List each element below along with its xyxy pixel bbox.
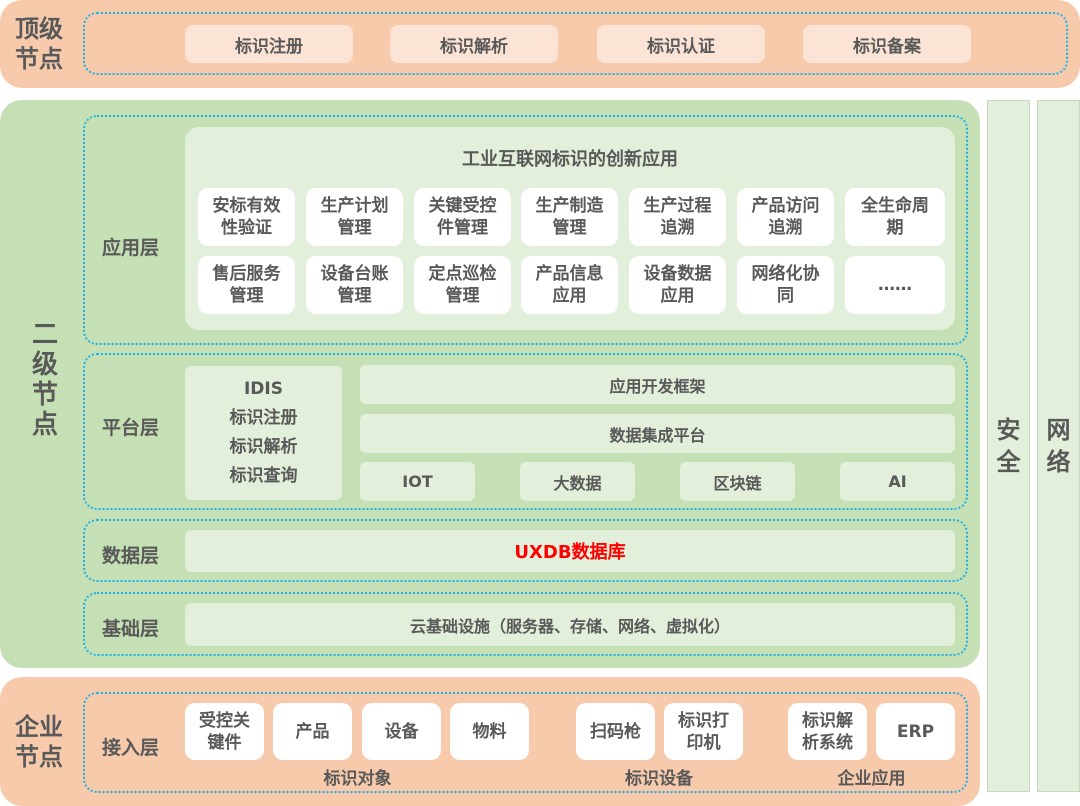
platform-layer-label: 平台层 [102,417,160,439]
uxdb-database: UXDB数据库 [185,530,955,572]
app-title: 工业互联网标识的创新应用 [462,149,678,170]
app-item: 网络化协同 [737,256,834,314]
tech-item: IOT [360,462,475,501]
access-layer-label: 接入层 [102,737,160,759]
enterprise-item: 标识解析系统 [788,703,867,760]
platform-layer [83,353,968,510]
data-integration-platform: 数据集成平台 [360,414,955,453]
data-layer-label: 数据层 [102,545,160,567]
app-item: 生产计划管理 [306,188,403,246]
app-item: 售后服务管理 [198,256,295,314]
app-item: 产品访问追溯 [737,188,834,246]
secondary-node-label: 二级节点 [32,320,59,440]
top-item: 标识注册 [185,25,353,63]
idis-box: IDIS 标识注册标识解析标识查询 [185,366,342,500]
app-item: 全生命周期 [845,188,945,246]
tech-item: 大数据 [520,462,635,501]
app-item: 安标有效性验证 [198,188,295,246]
enterprise-item: ERP [876,703,955,760]
top-item: 标识备案 [803,25,971,63]
app-item: 设备数据应用 [629,256,726,314]
enterprise-item: 扫码枪 [576,703,655,760]
app-item: 生产过程追溯 [629,188,726,246]
group-label: 标识对象 [323,769,392,789]
app-item: 设备台账管理 [306,256,403,314]
access-layer [83,692,968,793]
idis-line: 标识解析 [229,437,298,457]
enterprise-item: 受控关键件 [185,703,264,760]
top-node-label: 顶级节点 [15,15,63,73]
app-item: …… [845,256,945,314]
tech-item: 区块链 [680,462,795,501]
idis-line: IDIS [243,379,283,399]
base-layer-label: 基础层 [102,618,160,640]
top-item: 标识认证 [597,25,765,63]
enterprise-item: 标识打印机 [664,703,743,760]
app-item: 关键受控件管理 [414,188,511,246]
idis-line: 标识注册 [229,408,298,428]
group-label: 企业应用 [837,769,906,789]
enterprise-item: 物料 [450,703,529,760]
data-layer [83,519,968,582]
top-item: 标识解析 [390,25,558,63]
cloud-infrastructure: 云基础设施（服务器、存储、网络、虚拟化） [185,603,955,646]
tech-item: AI [840,462,955,501]
security-column: 安全 [987,100,1030,792]
base-layer [83,592,968,656]
app-item: 定点巡检管理 [414,256,511,314]
enterprise-node-label: 企业节点 [15,713,63,771]
app-dev-framework: 应用开发框架 [360,365,955,404]
enterprise-item: 产品 [273,703,352,760]
app-item: 生产制造管理 [521,188,618,246]
idis-line: 标识查询 [229,466,298,486]
app-layer [83,115,968,345]
enterprise-item: 设备 [362,703,441,760]
app-item: 产品信息应用 [521,256,618,314]
top-node-area [83,12,1068,75]
group-label: 标识设备 [625,769,693,789]
app-layer-label: 应用层 [102,237,160,259]
network-column: 网络 [1037,100,1080,792]
